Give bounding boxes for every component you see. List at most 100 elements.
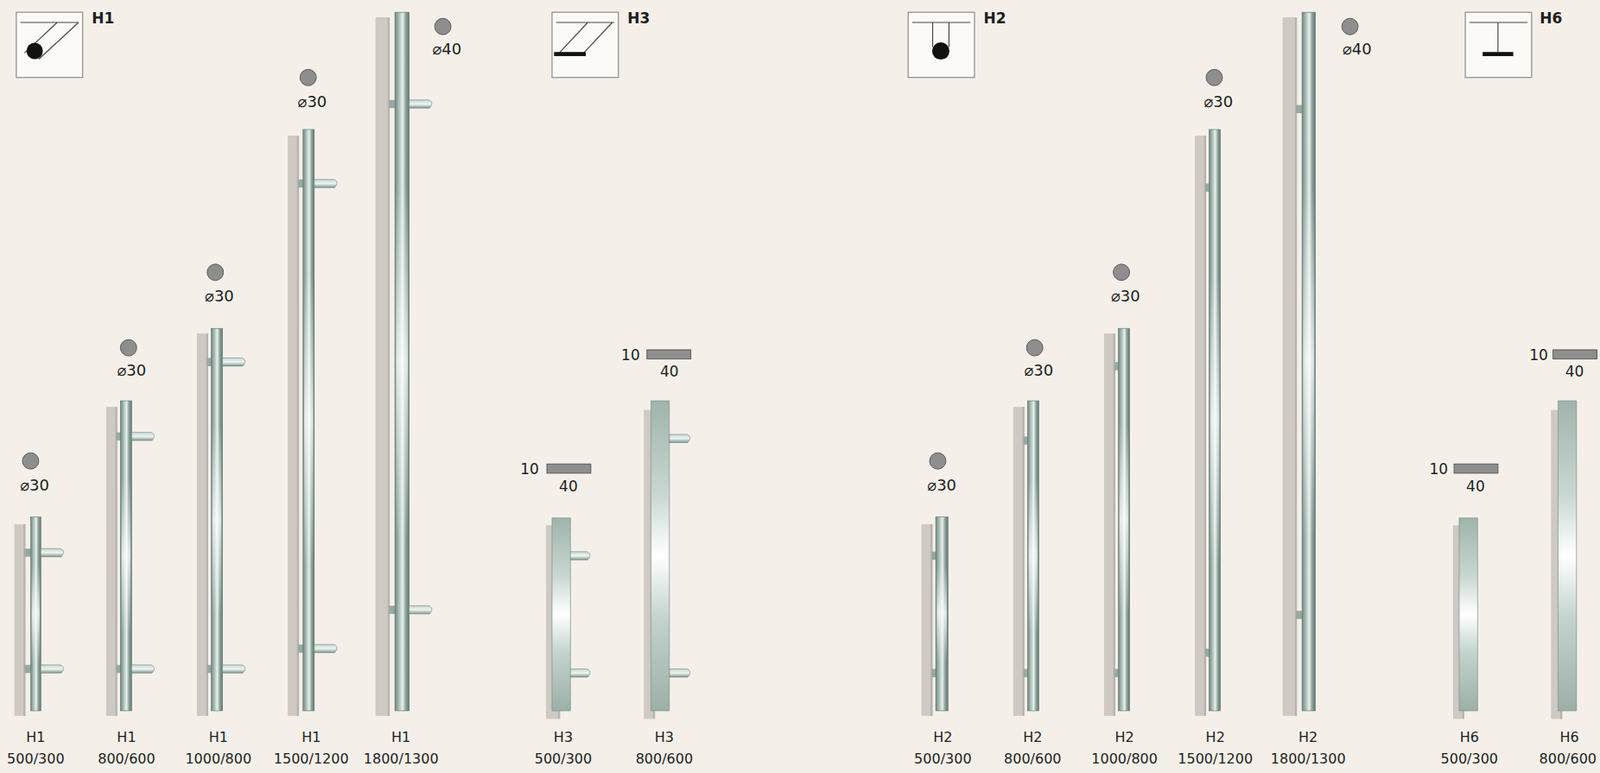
round-handle bbox=[303, 129, 315, 712]
door-edge bbox=[1204, 135, 1207, 717]
diameter: ⌀30 bbox=[1111, 287, 1141, 305]
standoff-base bbox=[298, 644, 304, 653]
section-bar bbox=[1453, 463, 1499, 474]
door-plate bbox=[14, 524, 26, 717]
standoff bbox=[314, 179, 337, 188]
handle-shine bbox=[936, 565, 947, 663]
standoff-base bbox=[931, 669, 936, 678]
door-plate bbox=[1282, 17, 1296, 717]
standoff-base bbox=[1205, 184, 1210, 192]
flat-handle bbox=[651, 400, 670, 712]
size-code: 500/300 bbox=[6, 751, 64, 768]
section-circle bbox=[1206, 69, 1223, 86]
diameter: ⌀30 bbox=[204, 287, 235, 305]
round-handle bbox=[1301, 12, 1315, 712]
standoff-base bbox=[1295, 610, 1302, 619]
model-code: H1 bbox=[391, 730, 411, 746]
size-code: 1000/800 bbox=[1091, 751, 1158, 768]
section-bar bbox=[647, 349, 692, 360]
standoff-base bbox=[1023, 669, 1029, 678]
width: 40 bbox=[660, 363, 680, 381]
standoff-base bbox=[116, 665, 121, 674]
model-code: H2 bbox=[1022, 730, 1042, 746]
size-code: 1500/1200 bbox=[273, 751, 350, 768]
handle-shine bbox=[212, 424, 223, 616]
section-circle bbox=[1113, 264, 1131, 281]
model-code: H3 bbox=[654, 730, 674, 746]
handle-shine bbox=[304, 274, 314, 566]
round-handle bbox=[210, 328, 223, 712]
size-code: 500/300 bbox=[534, 751, 592, 768]
thickness: 10 bbox=[1429, 461, 1449, 478]
type-code: H2 bbox=[984, 10, 1007, 27]
standoff bbox=[131, 432, 154, 441]
width: 40 bbox=[558, 478, 578, 496]
round-handle bbox=[935, 517, 948, 712]
size-code: 800/600 bbox=[635, 751, 693, 768]
diameter: ⌀30 bbox=[298, 93, 328, 111]
flat-handle bbox=[1459, 518, 1478, 712]
size-code: 800/600 bbox=[97, 751, 155, 768]
width: 40 bbox=[1466, 478, 1486, 496]
diameter: ⌀40 bbox=[431, 40, 462, 58]
standoff-base bbox=[1205, 648, 1210, 657]
standoff-base bbox=[931, 552, 936, 560]
section-circle bbox=[207, 264, 224, 281]
standoff bbox=[40, 548, 64, 557]
size-code: 800/600 bbox=[1539, 751, 1597, 768]
handle-shine bbox=[1210, 274, 1220, 566]
type-code: H6 bbox=[1539, 10, 1562, 27]
door-plate bbox=[1194, 135, 1206, 717]
door-plate bbox=[921, 524, 933, 717]
model-code: H2 bbox=[933, 730, 953, 746]
section-circle bbox=[434, 18, 451, 35]
diameter: ⌀30 bbox=[116, 361, 147, 380]
standoff bbox=[570, 669, 591, 678]
round-handle bbox=[1209, 129, 1221, 712]
door-plate bbox=[1013, 406, 1024, 717]
model-code: H6 bbox=[1559, 730, 1579, 746]
size-code: 800/600 bbox=[1003, 751, 1061, 768]
width: 40 bbox=[1565, 363, 1585, 381]
size-code: 1800/1300 bbox=[363, 751, 439, 768]
standoff-base bbox=[207, 357, 212, 366]
model-code: H1 bbox=[25, 730, 45, 746]
round-handle bbox=[394, 12, 410, 712]
model-code: H1 bbox=[209, 730, 229, 746]
door-plate bbox=[375, 17, 389, 717]
model-code: H1 bbox=[301, 730, 321, 746]
round-handle bbox=[30, 517, 41, 712]
standoff bbox=[409, 100, 432, 108]
thickness: 10 bbox=[520, 461, 540, 478]
standoff-base bbox=[24, 665, 31, 674]
standoff bbox=[222, 665, 245, 674]
section-bar bbox=[546, 463, 591, 474]
model-code: H2 bbox=[1298, 730, 1318, 746]
handle-shine bbox=[121, 478, 132, 634]
section-circle bbox=[1026, 339, 1043, 356]
model-code: H3 bbox=[553, 730, 573, 746]
standoff-base bbox=[24, 548, 31, 557]
standoff bbox=[40, 665, 64, 674]
diameter: ⌀30 bbox=[1024, 361, 1054, 380]
door-plate bbox=[106, 406, 117, 717]
section-circle bbox=[120, 339, 137, 356]
standoff-base bbox=[1295, 105, 1302, 114]
diameter: ⌀40 bbox=[1342, 40, 1372, 58]
round-handle bbox=[1027, 400, 1039, 712]
door-plate bbox=[287, 135, 299, 717]
flat-handle bbox=[1558, 400, 1577, 712]
standoff bbox=[222, 357, 245, 366]
model-code: H2 bbox=[1206, 730, 1226, 746]
handle-shine bbox=[1302, 186, 1315, 536]
type-code: H3 bbox=[627, 10, 650, 27]
round-handle bbox=[120, 400, 132, 712]
section-circle bbox=[929, 452, 947, 470]
size-code: 500/300 bbox=[1441, 751, 1499, 768]
model-code: H6 bbox=[1460, 730, 1480, 746]
diameter: ⌀30 bbox=[19, 476, 50, 495]
handle-shine bbox=[1119, 424, 1130, 616]
section-bar bbox=[1553, 349, 1598, 360]
model-code: H2 bbox=[1114, 730, 1134, 746]
